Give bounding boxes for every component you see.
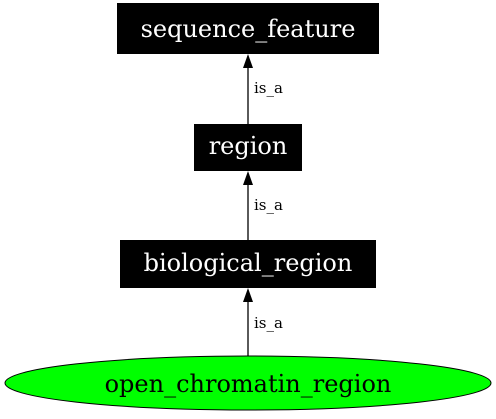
edge-arrowhead xyxy=(243,171,253,185)
node-label: sequence_feature xyxy=(141,15,356,43)
node-biological-region[interactable]: biological_region xyxy=(120,240,376,288)
node-box xyxy=(117,3,379,54)
edge-label: is_a xyxy=(254,314,283,332)
edge-arrowhead xyxy=(243,54,253,68)
edge-biological-region-to-region: is_a xyxy=(243,171,283,240)
edge-open-chromatin-region-to-biological-region: is_a xyxy=(243,288,283,356)
node-region[interactable]: region xyxy=(194,124,302,171)
node-ellipse xyxy=(4,355,492,411)
edge-arrowhead xyxy=(243,288,253,302)
node-label: biological_region xyxy=(144,249,353,277)
edge-label: is_a xyxy=(254,79,283,97)
node-open-chromatin-region[interactable]: open_chromatin_region xyxy=(4,355,492,411)
node-label: region xyxy=(209,132,288,160)
node-box xyxy=(194,124,302,171)
edge-region-to-sequence-feature: is_a xyxy=(243,54,283,124)
node-label: open_chromatin_region xyxy=(105,370,392,398)
node-box xyxy=(120,240,376,288)
edge-label: is_a xyxy=(254,196,283,214)
node-sequence-feature[interactable]: sequence_feature xyxy=(117,3,379,54)
